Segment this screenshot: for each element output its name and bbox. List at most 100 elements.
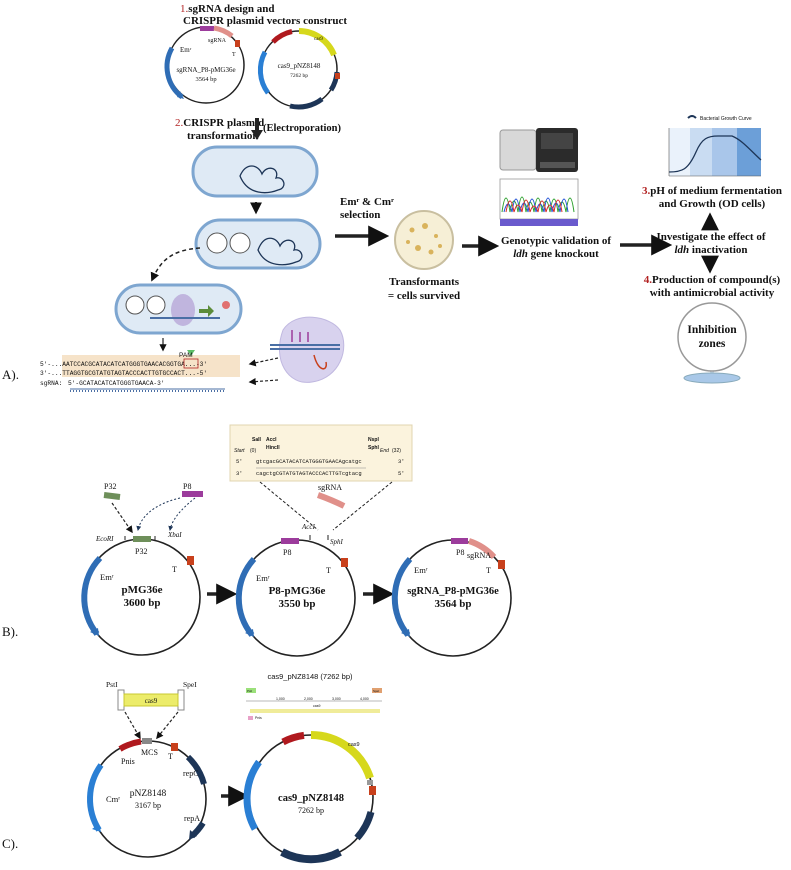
insert-nspi: NspI: [368, 437, 379, 443]
step4-line2: with antimicrobial activity: [650, 287, 775, 299]
insert-5-top: 5': [236, 458, 243, 465]
step1-number: 1.: [180, 3, 189, 15]
genotypic-line1: Genotypic validation of: [501, 235, 611, 247]
mid-name: P8-pMG36e: [269, 585, 326, 597]
cas9-insert: [123, 693, 179, 707]
sequence-top-strand: 5'-...AATCCACGCATACATCATGGGTGAACACGGTGA.…: [40, 361, 207, 368]
map-tick-2: 2,000: [304, 697, 313, 701]
plasmid-cas9-pnz8148-small: cas9 cas9_pNZ8148 7262 bp: [257, 28, 340, 110]
plasmid-pmg36e: EcoRI XbaI P32 Emʳ T pMG36e 3600 bp: [81, 531, 201, 656]
plasmid-pnz8148: MCS Pnis T repC repA Cmʳ pNZ8148 3167 bp: [87, 738, 207, 858]
map-feature-label: cas9: [313, 704, 320, 708]
step4-number: 4.: [644, 274, 653, 286]
em-arc: [81, 555, 103, 636]
svg-text:2.CRISPR plasmid: 2.CRISPR plasmid: [175, 117, 264, 129]
fin-t-label: T: [486, 566, 491, 575]
growth-curve-chart: Bacterial Growth Curve: [668, 115, 762, 177]
mcs-label: MCS: [141, 748, 158, 757]
fin-size: 7262 bp: [298, 806, 324, 815]
svg-text:1.sgRNA design and: 1.sgRNA design and: [180, 3, 274, 15]
selection-line2: selection: [340, 209, 380, 221]
insert-sphi: SphI: [368, 445, 379, 451]
pmg-em-label: Emʳ: [100, 572, 114, 582]
step3-line1: pH of medium fermentation: [650, 185, 782, 197]
step3-number: 3.: [642, 185, 651, 197]
fin-name: cas9_pNZ8148: [278, 793, 344, 804]
panel-c-label: C).: [2, 836, 18, 851]
fin-cas9-label: cas9: [348, 742, 360, 748]
chromatogram: [499, 178, 579, 226]
cm-arc: [257, 50, 271, 95]
insert-3-top: 3': [398, 458, 405, 465]
rep-arc-2: [280, 848, 342, 864]
p8-fragment-label: P8: [183, 482, 191, 491]
plasmid-sgrna-p8-pmg36e-small: Emʳ sgRNA T sgRNA_P8-pMG36e 3564 bp: [164, 25, 245, 104]
sgrna-arc: [213, 25, 234, 39]
plasmid-p8-pmg36e: AccI SphI P8 Emʳ T P8-pMG36e 3550 bp: [235, 523, 356, 657]
plasmid-sgrna-p8-pmg36e: P8 sgRNA Emʳ T sgRNA_P8-pMG36e 3564 bp: [391, 538, 512, 657]
psti-label: PstI: [106, 680, 118, 689]
ecori-label: EcoRI: [95, 535, 114, 543]
insert-end: End: [380, 448, 389, 454]
insert-start-num: (0): [250, 448, 256, 454]
cm-label: Cmʳ: [106, 794, 120, 804]
target-sequence-block: PAM 5'-...AATCCACGCATACATCATGGGTGAACACGG…: [40, 350, 240, 392]
selection-line1: Emʳ & Cmʳ: [340, 196, 394, 208]
fin-sgrna-label: sgRNA: [467, 551, 491, 560]
panel-a: 1.sgRNA design and CRISPR plasmid vector…: [2, 3, 782, 392]
p8-block: [200, 26, 214, 31]
pnis-arc: [118, 738, 142, 752]
mid-acci-label: AccI: [301, 523, 315, 531]
linear-map-cas9-pnz8148: cas9_pNZ8148 (7262 bp) PstI SpeI 1,000 2…: [246, 672, 382, 720]
step3-line2: and Growth (OD cells): [659, 198, 766, 210]
step1-line1: sgRNA design and: [188, 3, 274, 15]
mid-sphi-label: SphI: [330, 538, 344, 546]
pmg-name: pMG36e: [122, 584, 163, 596]
em-arc: [235, 556, 257, 637]
plasmid2-name: cas9_pNZ8148: [278, 62, 321, 70]
em-arc: [164, 46, 184, 99]
svg-text:ldh gene knockout: ldh gene knockout: [513, 248, 599, 260]
panel-b: SalI AccI HincII NspI SphI Start (0) End…: [2, 424, 512, 657]
pnis-arc: [271, 29, 293, 44]
bacterial-cell-with-plasmids: [194, 218, 322, 270]
mcs-block: [142, 738, 152, 744]
cas9-sgrna-complex: [270, 316, 345, 383]
p8-block: [451, 538, 468, 544]
plasmid2-size: 7262 bp: [290, 73, 308, 79]
plasmid2-cas9-label: cas9: [314, 37, 323, 42]
insert-sgrna-label: sgRNA: [318, 483, 342, 492]
terminator-block: [498, 560, 505, 569]
inhibition-line1: Inhibition: [687, 324, 737, 336]
sgrna-arc: [467, 538, 497, 560]
insert-start: Start: [234, 448, 245, 454]
insert-acci: AccI: [266, 437, 277, 443]
map-tick-1: 1,000: [276, 697, 285, 701]
pmg-size: 3600 bp: [124, 597, 161, 609]
map-title: cas9_pNZ8148 (7262 bp): [267, 672, 353, 681]
sgrna-seq-label: sgRNA:: [40, 380, 62, 387]
map-right-tag: SpeI: [373, 689, 379, 693]
insert-end-num: (32): [392, 448, 401, 454]
sgrna-fragment: [316, 492, 346, 509]
mid-t-label: T: [326, 566, 331, 575]
insert-hincii: HincII: [266, 445, 280, 451]
investigate-line1: Investigate the effect of: [656, 231, 765, 243]
t-label: T: [168, 752, 173, 761]
plasmid-cas9-pnz8148: cas9 cas9_pNZ8148 7262 bp: [243, 731, 376, 864]
pnz-name: pNZ8148: [130, 789, 167, 799]
fin-p8-label: P8: [456, 548, 464, 557]
pnis-arc: [281, 731, 305, 746]
insert-5-bottom: 5': [398, 470, 405, 477]
mid-p8-label: P8: [283, 548, 291, 557]
pnz-size: 3167 bp: [135, 801, 161, 810]
rep-arc: [289, 96, 324, 110]
inhibition-line2: zones: [699, 338, 726, 350]
insert-3-bottom: 3': [236, 470, 243, 477]
repc-arc: [185, 754, 207, 785]
sequence-bottom-strand: 3'-...TTAGGTGCGTATGTAGTACCCACTTGTGCCACT.…: [40, 370, 207, 377]
cas9-arc: [298, 28, 337, 57]
fin-em-label: Emʳ: [414, 565, 428, 575]
rep-arc-2: [328, 71, 340, 92]
